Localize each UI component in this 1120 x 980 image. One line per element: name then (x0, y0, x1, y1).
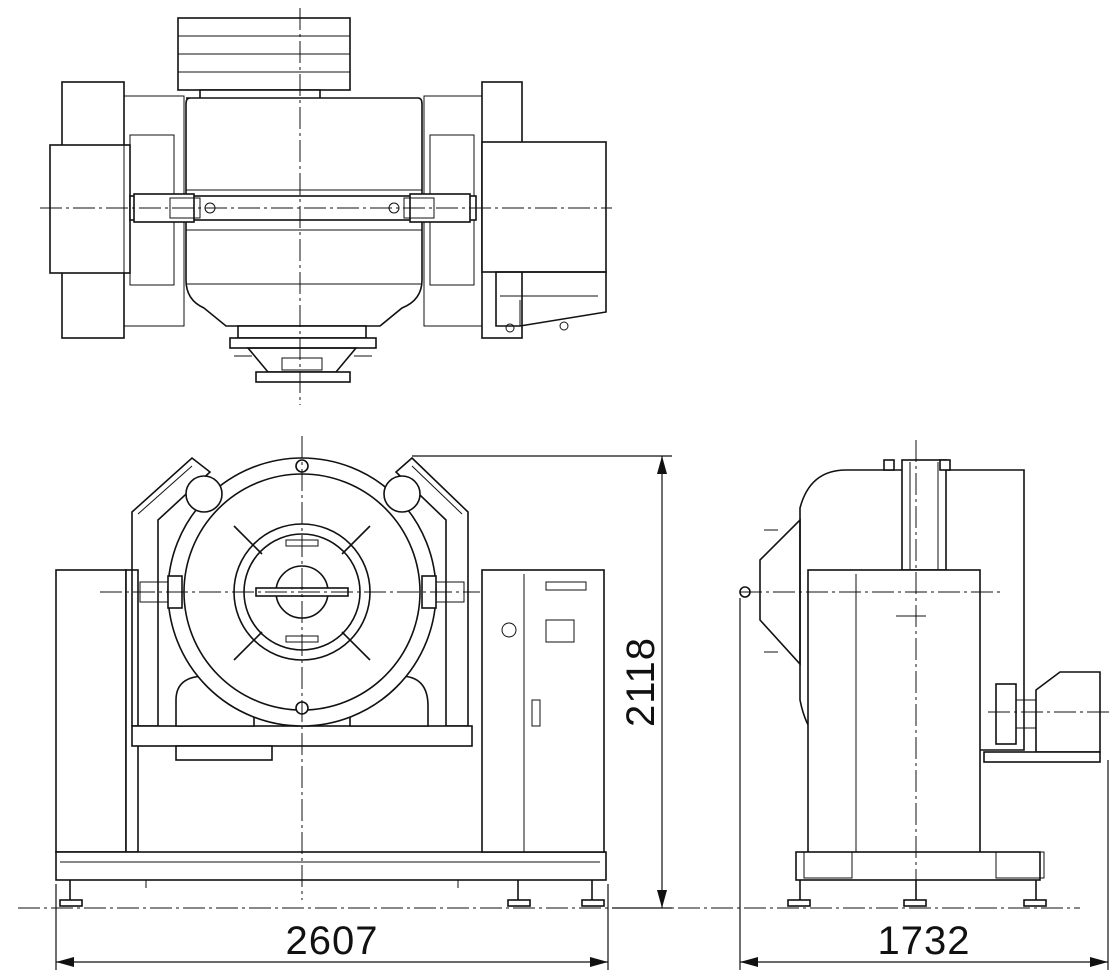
front-width-label: 2607 (286, 919, 379, 963)
dimension-height: 2118 (412, 455, 672, 909)
dimension-side-depth: 1732 (739, 598, 1109, 970)
side-feet (787, 880, 1047, 907)
front-feet (59, 880, 605, 907)
dimension-front-width: 2607 (55, 884, 609, 970)
top-view (40, 8, 612, 405)
front-view (55, 436, 607, 907)
side-view (739, 440, 1110, 907)
height-label: 2118 (619, 637, 663, 727)
side-depth-label: 1732 (878, 919, 971, 963)
